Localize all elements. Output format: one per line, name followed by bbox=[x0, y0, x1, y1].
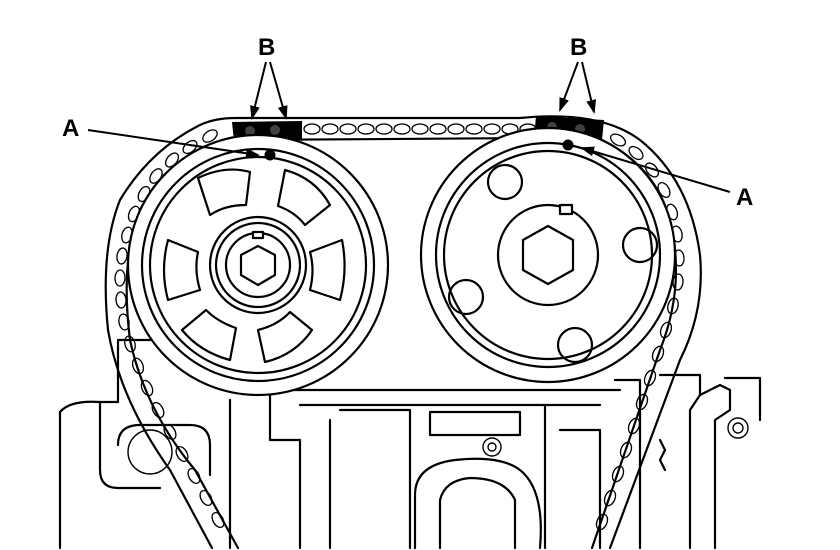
chain-link bbox=[211, 511, 225, 529]
callout-b-left: B bbox=[250, 34, 288, 120]
chain-links bbox=[114, 123, 685, 531]
label-b-right: B bbox=[570, 34, 587, 61]
chain-link bbox=[429, 123, 447, 135]
chain-link bbox=[628, 145, 644, 161]
cylinder-head bbox=[58, 338, 762, 550]
chain-link bbox=[667, 297, 679, 315]
callout-a-right: A bbox=[580, 146, 753, 211]
right-camshaft-sprocket bbox=[419, 126, 677, 384]
chain-link bbox=[175, 445, 189, 463]
right-timing-mark bbox=[562, 139, 574, 151]
arrow-b-left-1 bbox=[250, 61, 267, 120]
chain-link bbox=[447, 123, 465, 135]
chain-link bbox=[393, 123, 411, 135]
chain-link bbox=[483, 123, 501, 135]
chain-link bbox=[635, 393, 649, 411]
chain-link bbox=[202, 129, 218, 143]
chain-link bbox=[627, 417, 641, 435]
label-a-left: A bbox=[62, 115, 79, 142]
chain-link bbox=[182, 139, 198, 155]
chain-link bbox=[643, 369, 657, 387]
chain-link bbox=[131, 357, 145, 375]
chain-link bbox=[659, 321, 673, 339]
chain-link bbox=[619, 441, 633, 459]
label-b-left: B bbox=[258, 34, 275, 61]
chain-link bbox=[609, 133, 627, 147]
chain-link bbox=[163, 423, 177, 441]
left-timing-mark bbox=[264, 149, 276, 161]
chain-link bbox=[115, 291, 127, 309]
right-sprocket-holes bbox=[447, 163, 659, 364]
callout-b-right: B bbox=[559, 34, 597, 114]
arrow-b-right-2 bbox=[581, 61, 597, 114]
arrow-b-left-2 bbox=[269, 61, 288, 120]
arrow-b-right-1 bbox=[559, 61, 579, 112]
chain-link bbox=[611, 465, 625, 483]
callout-a-left: A bbox=[62, 115, 260, 159]
chain-link bbox=[124, 335, 136, 353]
arrow-a-right bbox=[580, 146, 731, 193]
label-a-right: A bbox=[736, 184, 753, 211]
chain-link bbox=[187, 467, 201, 485]
chain-link bbox=[140, 379, 154, 397]
chain-link bbox=[603, 489, 617, 507]
chain-link bbox=[199, 489, 213, 507]
left-sprocket-windows bbox=[162, 168, 346, 364]
chain-link bbox=[375, 123, 393, 135]
left-camshaft-sprocket bbox=[126, 133, 390, 397]
chain-link bbox=[411, 123, 429, 135]
chain-link bbox=[118, 313, 130, 331]
chain-link bbox=[644, 162, 660, 178]
chain-link bbox=[357, 123, 375, 135]
chain-link bbox=[651, 345, 665, 363]
chain-link bbox=[151, 401, 165, 419]
chain-link bbox=[595, 513, 609, 531]
chain-link bbox=[465, 123, 483, 135]
chain-link bbox=[114, 269, 126, 287]
chain-link bbox=[116, 247, 128, 265]
chain-link bbox=[339, 123, 357, 135]
chain-link bbox=[303, 123, 321, 135]
arrow-a-left bbox=[87, 129, 260, 159]
chain-link bbox=[321, 123, 339, 135]
